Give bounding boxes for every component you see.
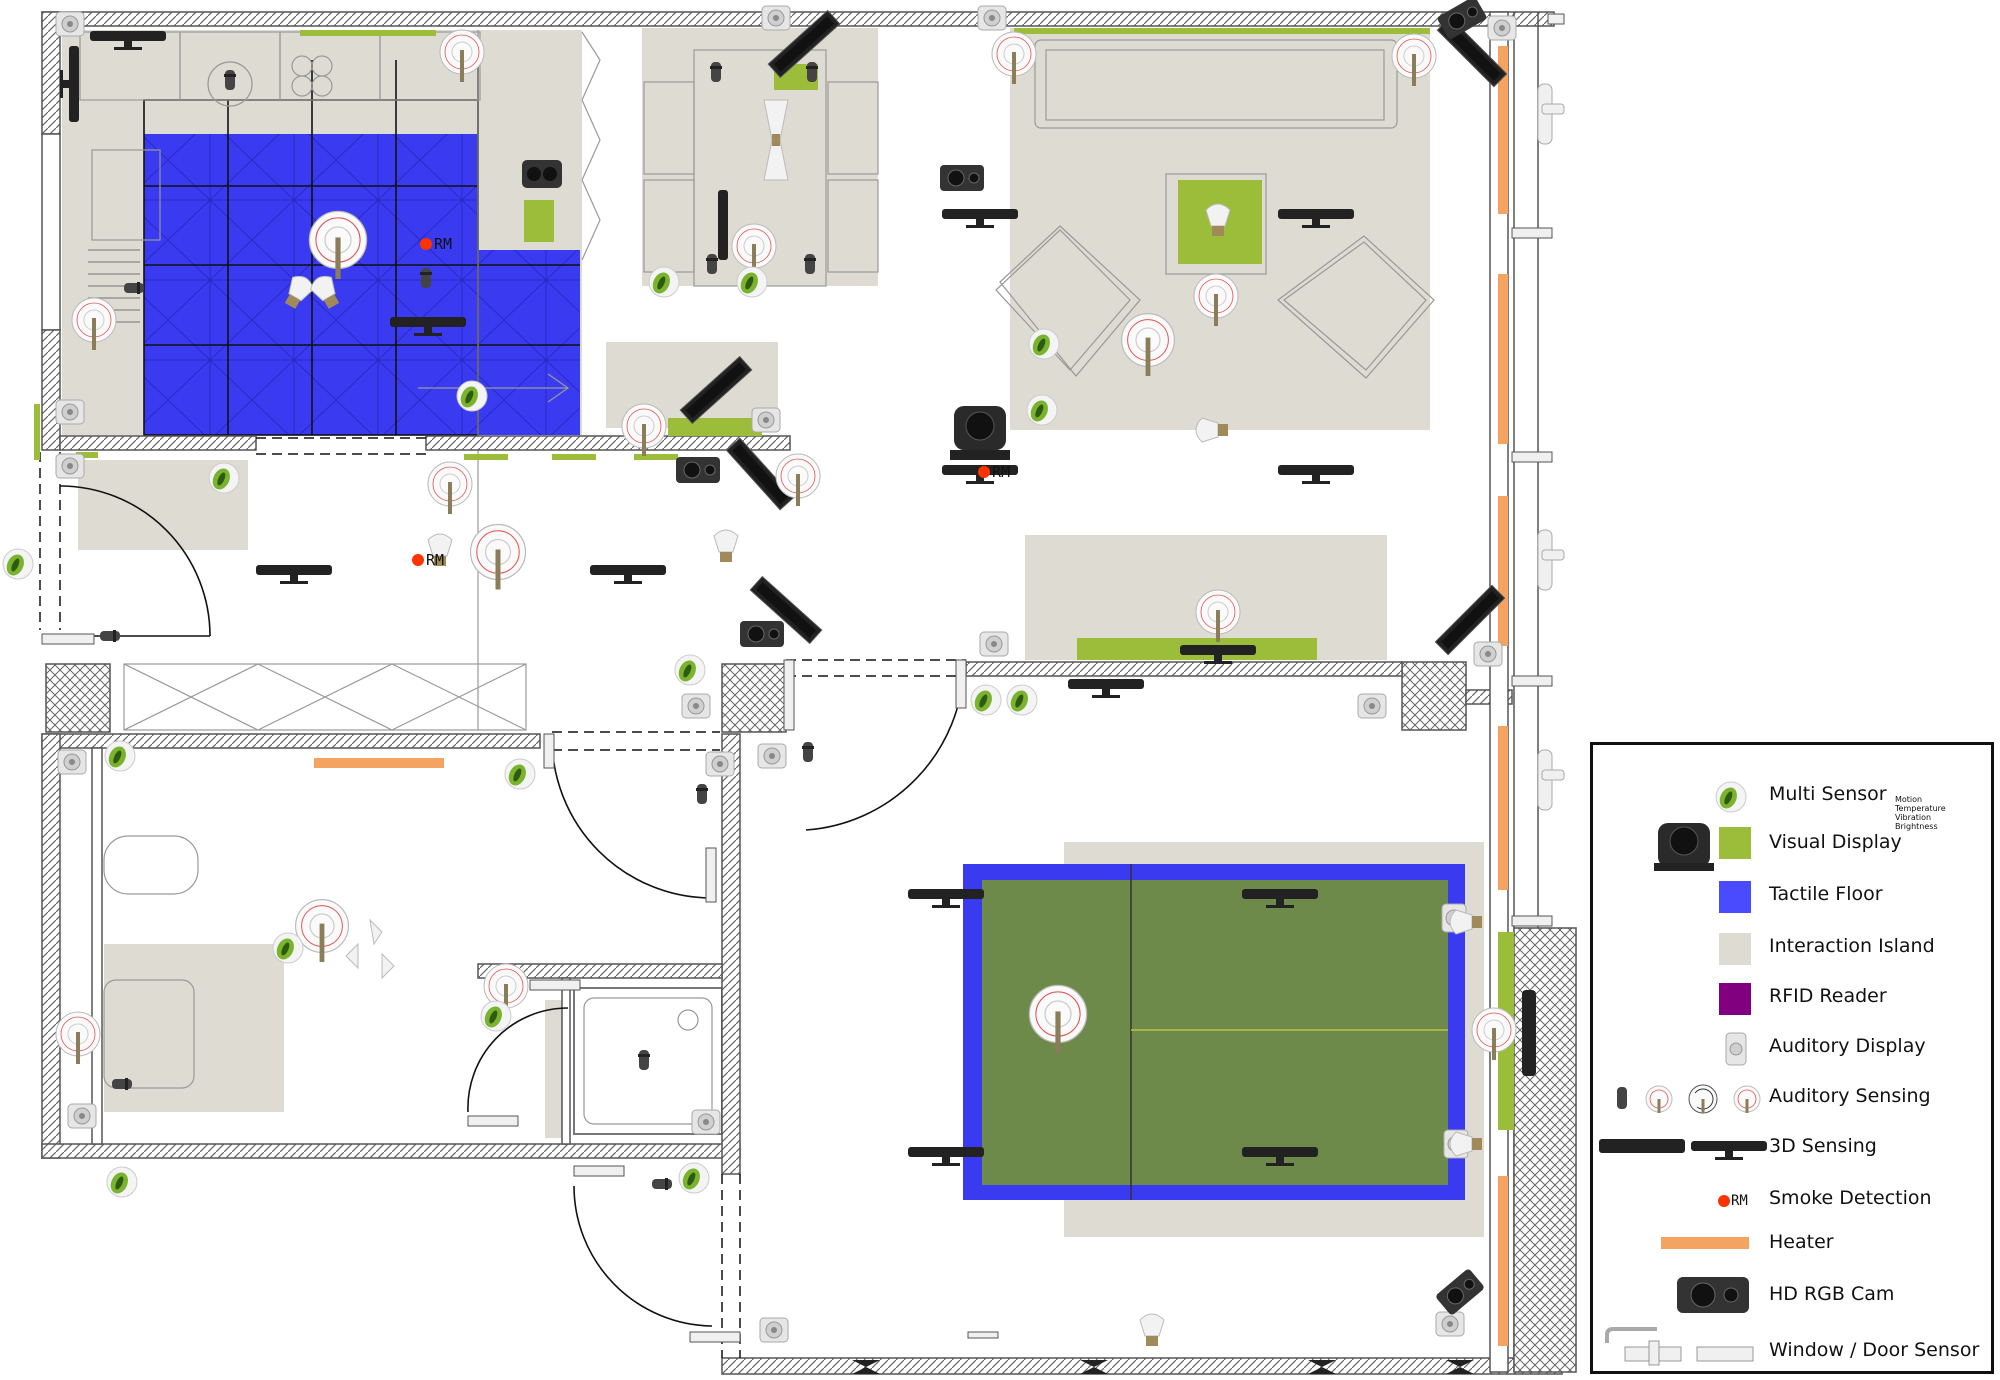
legend-item-tactile-floor: Tactile Floor [1593,873,1991,923]
legend-item-interaction-island: Interaction Island [1593,923,1991,973]
bottom-window-marks [852,1360,1474,1374]
smoke-marker-label: RM [992,463,1010,481]
depth-camera-icon [1599,1139,1767,1160]
furniture [79,30,1435,1135]
auditory-sensing-mics [100,62,818,1190]
pan-tilt-cam-icon [1654,823,1714,871]
heater-icon [1661,1237,1749,1249]
legend-item-heater: Heater [1593,1221,1991,1271]
depth-sensors [60,31,1536,1166]
multi-sensor-icon [1715,781,1747,813]
smoke-detectors: RM RM RM [412,235,1010,569]
smoke-marker-label: RM [434,235,452,253]
hd-cameras [675,0,1489,1317]
doors [59,485,965,1327]
interaction-island-swatch [1719,933,1751,965]
smoke-detector-icon: RM [1718,1193,1748,1209]
legend-item-auditory-sensing: Auditory Sensing [1593,1075,1991,1125]
walls [41,11,1577,1375]
window-sensors [41,13,1565,1343]
heaters [314,46,1508,1346]
speaker-icon [1725,1032,1747,1066]
legend-item-3d-sensing: 3D Sensing [1593,1125,1991,1175]
rfid-reader-swatch [1719,983,1751,1015]
legend-item-window-door-sensor: Window / Door Sensor [1593,1327,1991,1377]
multi-sensor-capabilities: Motion Temperature Vibration Brightness [1895,795,1946,831]
window-door-sensor-icon [1605,1327,1754,1366]
legend: Multi Sensor Motion Temperature Vibratio… [1590,742,1994,1374]
tactile-floor-kitchen [143,60,580,436]
legend-item-visual-display: Visual Display [1593,823,1991,873]
visual-displays [34,28,1514,1130]
microphone-icon [1617,1084,1761,1114]
door-gaps [39,437,966,1358]
legend-item-multi-sensor: Multi Sensor Motion Temperature Vibratio… [1593,771,1991,831]
bulbs [279,99,1483,1347]
svg-text:RM: RM [1731,1193,1748,1209]
tactile-floor-swatch [1719,881,1751,913]
legend-item-auditory-display: Auditory Display [1593,1025,1991,1075]
legend-item-rfid-reader: RFID Reader [1593,975,1991,1025]
smoke-marker-label: RM [426,551,444,569]
visual-display-swatch [1719,827,1751,859]
hd-camera-icon [1677,1277,1749,1313]
legend-item-smoke-detection: RM Smoke Detection [1593,1175,1991,1225]
legend-item-hd-rgb-cam: HD RGB Cam [1593,1271,1991,1321]
